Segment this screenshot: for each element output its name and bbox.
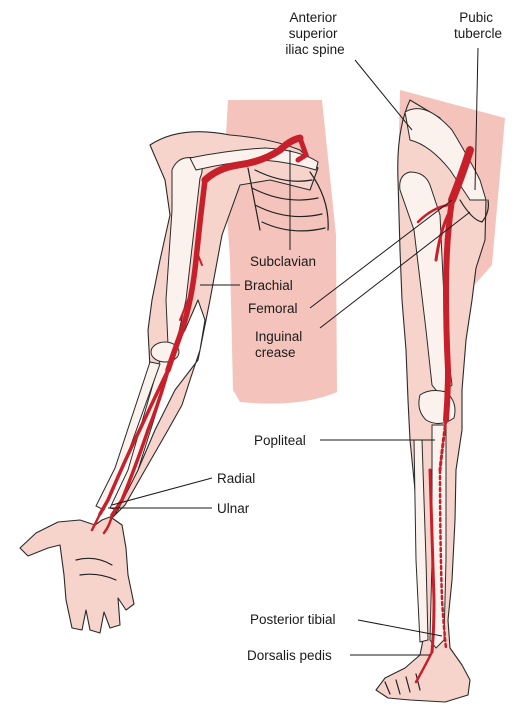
label-popliteal: Popliteal bbox=[254, 433, 306, 448]
label-pubic-line1: Pubic bbox=[459, 10, 493, 25]
label-femoral: Femoral bbox=[248, 301, 298, 316]
label-inguinal-line1: Inguinal bbox=[255, 329, 302, 344]
label-brachial: Brachial bbox=[244, 278, 293, 293]
label-asis-line2: superior bbox=[289, 26, 338, 41]
label-asis-line1: Anterior bbox=[289, 10, 337, 25]
label-dorsalis-pedis: Dorsalis pedis bbox=[247, 648, 332, 663]
label-asis-line3: iliac spine bbox=[285, 42, 344, 57]
label-radial: Radial bbox=[217, 471, 255, 486]
leg bbox=[376, 100, 488, 702]
label-pubic-line2: tubercle bbox=[454, 26, 502, 41]
label-ulnar: Ulnar bbox=[217, 501, 250, 516]
label-pubic: Pubic tubercle bbox=[454, 10, 502, 41]
label-posterior-tibial: Posterior tibial bbox=[250, 612, 336, 627]
label-inguinal-line2: crease bbox=[255, 345, 296, 360]
label-asis: Anterior superior iliac spine bbox=[285, 10, 344, 57]
label-subclavian: Subclavian bbox=[250, 254, 316, 269]
